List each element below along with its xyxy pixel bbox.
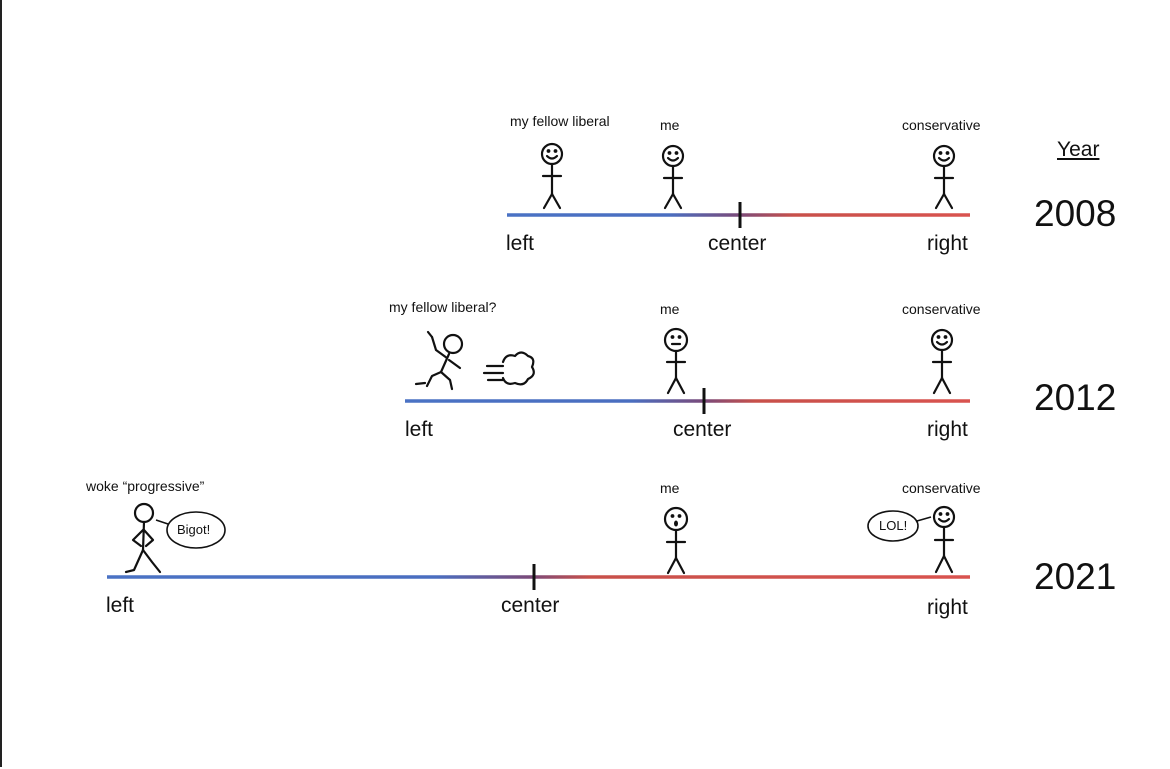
stick-figure-fellow-liberal-2008: [540, 142, 564, 210]
label-conservative-2012: conservative: [902, 301, 981, 317]
label-woke-progressive-2021: woke “progressive”: [86, 478, 205, 494]
stick-figure-conservative-2012: [930, 328, 954, 395]
axis-left-label-2012: left: [405, 418, 434, 441]
year-2021: 2021: [1034, 556, 1117, 597]
label-conservative-2008: conservative: [902, 117, 981, 133]
bubble-text-lol: LOL!: [879, 518, 908, 533]
axis-right-label-2021: right: [927, 596, 968, 619]
axis-right-label-2012: right: [927, 418, 968, 441]
label-conservative-2021: conservative: [902, 480, 981, 496]
stick-figure-me-2012: [663, 327, 689, 395]
year-2008: 2008: [1034, 193, 1117, 234]
axis-right-label-2008: right: [927, 232, 968, 255]
label-fellow-liberal-2008: my fellow liberal: [510, 113, 610, 129]
running-figure-fellow-liberal-2012: [414, 330, 464, 391]
stick-figure-conservative-2008: [932, 144, 956, 210]
axis-left-label-2021: left: [106, 594, 135, 617]
label-fellow-liberal-2012: my fellow liberal?: [389, 299, 497, 315]
speech-bubble-bigot: [155, 511, 226, 549]
bubble-text-bigot: Bigot!: [177, 522, 211, 537]
speech-bubble-lol: [867, 510, 932, 542]
speed-lines-icon: [482, 351, 535, 386]
stick-figure-woke-progressive-2021: [124, 502, 162, 574]
label-me-2021: me: [660, 480, 680, 496]
axis-center-label-2012: center: [673, 418, 732, 441]
axis-center-label-2021: center: [501, 594, 560, 617]
year-2012: 2012: [1034, 377, 1117, 418]
axis-center-label-2008: center: [708, 232, 767, 255]
label-me-2012: me: [660, 301, 680, 317]
stick-figure-me-2008: [661, 144, 685, 210]
stick-figure-conservative-2021: [932, 505, 956, 574]
label-me-2008: me: [660, 117, 680, 133]
axis-left-label-2008: left: [506, 232, 535, 255]
year-column-header: Year: [1057, 138, 1100, 161]
stick-figure-me-2021: [663, 506, 689, 575]
